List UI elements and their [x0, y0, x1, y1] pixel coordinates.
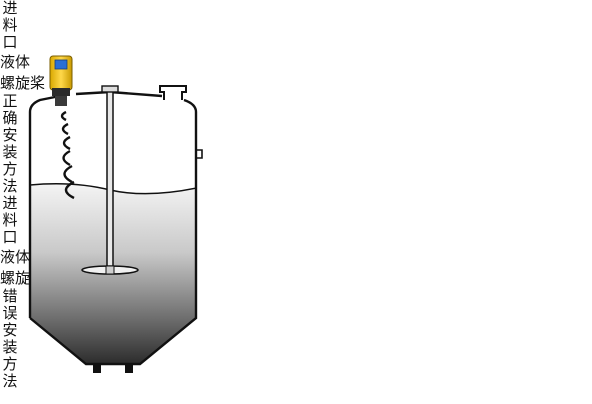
left-top-nozzle [159, 85, 187, 100]
right-inlet-label: 进料口 [2, 194, 18, 246]
left-inlet-label: 进料口 [2, 0, 18, 51]
left-agitator-label: 螺旋桨 [0, 74, 46, 92]
right-method-label: 错误安装方法 [2, 287, 18, 390]
left-sensor-icon [49, 55, 73, 106]
left-tank [28, 55, 203, 373]
left-sound-waves [60, 110, 75, 200]
left-bottom-outlet [93, 364, 133, 373]
left-liquid-label: 液体 [0, 53, 31, 71]
left-liquid [30, 183, 196, 364]
left-side-inlet [196, 149, 203, 159]
left-propeller-icon [81, 265, 139, 275]
right-liquid-label: 液体 [0, 248, 31, 266]
left-method-label: 正确安装方法 [2, 92, 18, 195]
left-agitator-shaft [106, 87, 114, 271]
